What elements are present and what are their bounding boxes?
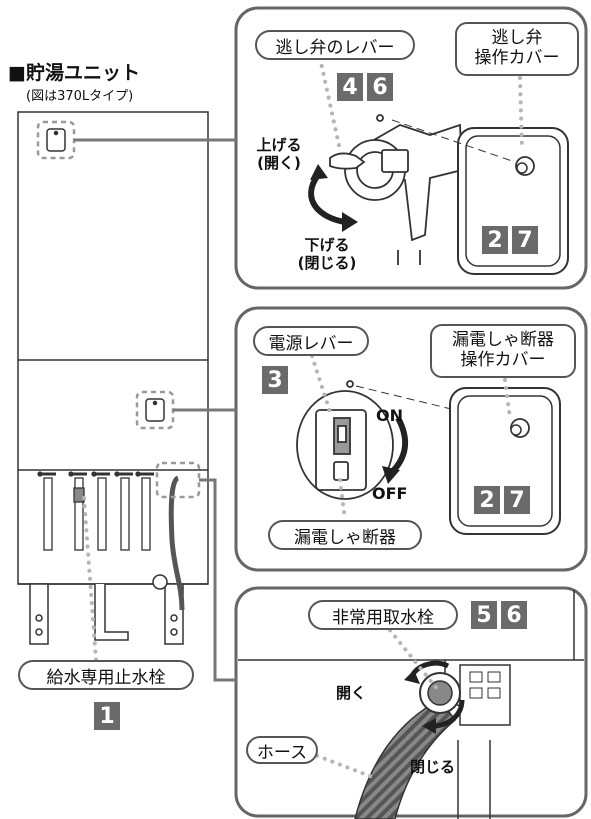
power-lever-label: 電源レバー: [253, 326, 369, 356]
relief-lever-step-2: 6: [367, 73, 393, 101]
emergency-tap-illustration: [238, 590, 584, 819]
unit-hose: [168, 475, 185, 611]
unit-feet: [29, 583, 184, 645]
lower-label-line1: 下げる: [304, 236, 350, 254]
breaker-illustration: [296, 380, 506, 500]
raise-label-line2: (開く): [257, 154, 301, 172]
hose-label: ホース: [246, 736, 318, 764]
relief-cover-label-line1: 逃し弁: [491, 28, 543, 49]
unit-title: ■貯湯ユニット: [8, 62, 140, 84]
leaders-panel-3: [300, 622, 440, 780]
emergency-tap-step-2: 6: [501, 601, 527, 629]
breaker-cover-label-line1: 漏電しゃ断器: [452, 330, 554, 351]
emergency-tap-label: 非常用取水栓: [308, 600, 458, 630]
emergency-tap-step-1: 5: [471, 601, 497, 629]
leaders-panel-1: [318, 56, 524, 152]
breaker-cover-step-2: 7: [504, 486, 530, 514]
relief-cover-label: 逃し弁 操作カバー: [455, 22, 579, 76]
unit-pipes: [37, 471, 154, 551]
leaders-panel-2: [310, 354, 512, 522]
water-supply-step: 1: [94, 702, 120, 730]
power-lever-step: 3: [262, 366, 288, 394]
lever-rotate-arrow: [308, 173, 346, 225]
raise-label-line1: 上げる: [256, 136, 302, 154]
water-supply-label: 給水専用止水栓: [18, 660, 194, 690]
breaker-cover-step-1: 2: [474, 486, 500, 514]
relief-valve-illustration: [329, 114, 463, 265]
leader-water-supply: [82, 496, 98, 662]
relief-cover-label-line2: 操作カバー: [474, 48, 560, 68]
open-label: 開く: [336, 684, 367, 702]
unit-covers: [46, 128, 165, 422]
on-off-arrow: [389, 416, 409, 475]
lower-label: 下げる (閉じる): [282, 238, 372, 271]
close-label: 閉じる: [410, 758, 456, 776]
relief-lever-step-1: 4: [337, 73, 363, 101]
unit-subtitle: (図は370Lタイプ): [26, 89, 134, 104]
breaker-cover-label-line2: 操作カバー: [460, 350, 546, 370]
off-label: OFF: [372, 484, 408, 503]
on-label: ON: [376, 406, 403, 425]
relief-lever-label: 逃し弁のレバー: [255, 30, 415, 60]
relief-cover-step-2: 7: [512, 226, 538, 254]
relief-cover-step-1: 2: [482, 226, 508, 254]
lower-label-line2: (閉じる): [297, 254, 357, 272]
breaker-cover-label: 漏電しゃ断器 操作カバー: [430, 324, 576, 378]
raise-label: 上げる (開く): [250, 138, 308, 171]
breaker-label: 漏電しゃ断器: [268, 520, 422, 550]
connector-lines: [74, 138, 236, 682]
